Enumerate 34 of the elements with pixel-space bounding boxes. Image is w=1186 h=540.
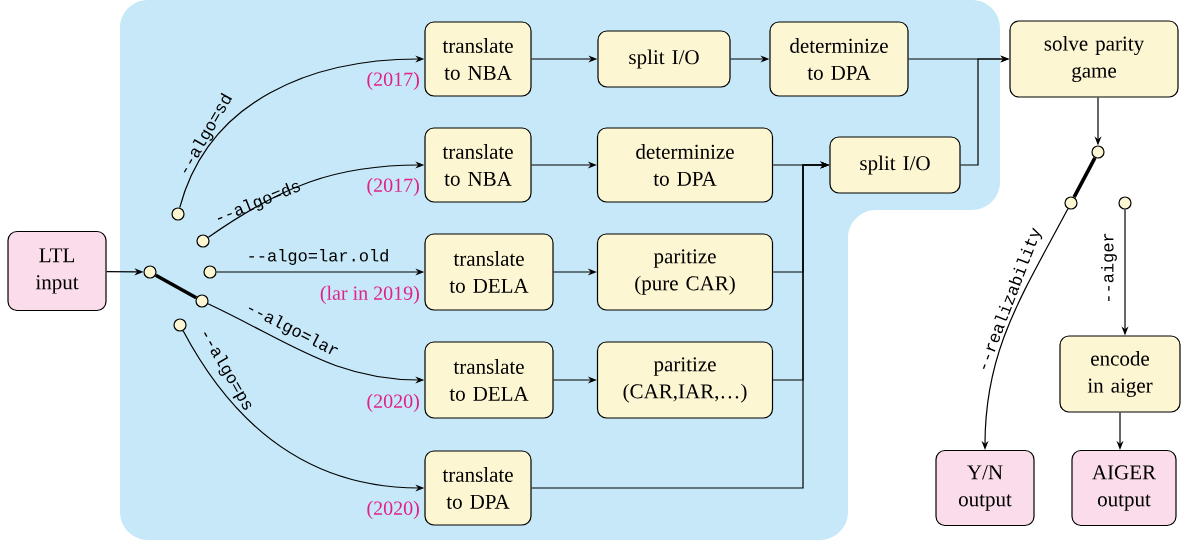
output-box: AIGER output [1071, 449, 1177, 527]
year-note: (2020) [367, 500, 419, 519]
year-note: (2017) [367, 177, 419, 196]
switch-contact [171, 207, 185, 221]
process-box: translate to DPA [424, 450, 532, 526]
year-note: (2020) [367, 393, 419, 412]
switch-lever [154, 273, 198, 300]
year-note: (lar in 2019) [320, 285, 419, 304]
switch-lever [1072, 157, 1097, 198]
switch-contact [196, 234, 210, 248]
process-box: determinize to DPA [769, 21, 909, 97]
process-box: split I/O [597, 30, 731, 88]
switch-contact [203, 265, 217, 279]
switch-contact [1064, 196, 1078, 210]
process-box: solve parity game [1009, 20, 1179, 98]
process-box: encode in aiger [1059, 335, 1181, 413]
edge-label: --aiger [1101, 233, 1117, 301]
process-box: determinize to DPA [596, 127, 774, 203]
process-box: split I/O [829, 136, 961, 194]
year-note: (2017) [367, 71, 419, 90]
process-box: paritize (pure CAR) [596, 233, 774, 311]
switch-contact [143, 265, 157, 279]
process-box: translate to DELA [424, 341, 554, 419]
process-box: translate to DELA [424, 233, 554, 311]
switch-contact [1118, 196, 1132, 210]
process-box: translate to NBA [424, 21, 532, 97]
output-box: Y/N output [935, 449, 1035, 527]
process-box: translate to NBA [424, 127, 532, 203]
process-box: paritize (CAR,IAR,…) [596, 341, 774, 419]
input-box: LTL input [7, 230, 107, 312]
switch-contact [173, 318, 187, 332]
edge-label: --algo=lar.old [249, 249, 388, 265]
switch-contact [1091, 145, 1105, 159]
switch-contact [195, 294, 209, 308]
